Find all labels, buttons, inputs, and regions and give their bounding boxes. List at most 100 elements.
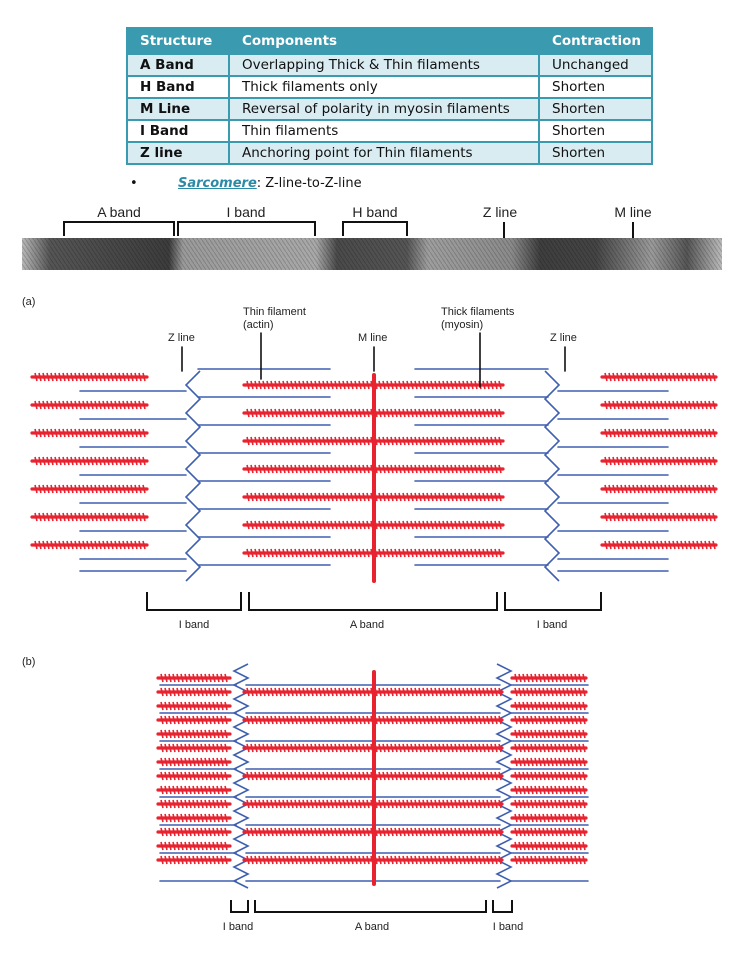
cell-contraction: Unchanged <box>538 54 653 77</box>
thick-filament <box>30 372 149 382</box>
cell-components: Reversal of polarity in myosin filaments <box>228 98 540 121</box>
sarcomere-diagram-relaxed: (a) Thin filament (actin) Thick filament… <box>22 296 718 631</box>
thick-filaments-sub-label: (myosin) <box>441 319 483 331</box>
thick-filaments-label: Thick filaments <box>441 306 515 318</box>
thick-filament <box>156 855 232 865</box>
cell-contraction: Shorten <box>538 142 653 165</box>
h-band-bracket <box>342 221 408 236</box>
cell-components: Anchoring point for Thin filaments <box>228 142 540 165</box>
thin-filament-sub-label: (actin) <box>243 319 274 331</box>
a-band-label: A band <box>350 619 384 631</box>
thick-filament <box>600 456 718 466</box>
table-row: A Band Overlapping Thick & Thin filament… <box>126 54 653 77</box>
thick-filament <box>510 743 588 753</box>
thick-filament <box>510 785 588 795</box>
micro-h-band-label: H band <box>352 204 397 220</box>
cell-contraction: Shorten <box>538 76 653 99</box>
thick-filament <box>156 687 232 697</box>
thin-filament-label: Thin filament <box>243 306 306 318</box>
thick-filament <box>30 512 149 522</box>
i-band-left-label: I band <box>223 921 254 933</box>
i-band-left-bracket <box>146 592 242 611</box>
table-row: Z line Anchoring point for Thin filament… <box>126 142 653 165</box>
thick-filament <box>510 799 588 809</box>
sarcomere-diagram-contracted: (b) I band A band I band <box>22 656 589 933</box>
thick-filament <box>600 512 718 522</box>
micro-z-line-label: Z line <box>483 204 517 220</box>
i-band-left-label: I band <box>179 619 210 631</box>
thick-filament <box>30 428 149 438</box>
table-row: M Line Reversal of polarity in myosin fi… <box>126 98 653 121</box>
cell-structure: Z line <box>126 142 230 165</box>
thick-filament <box>156 841 232 851</box>
thick-filament <box>510 757 588 767</box>
thick-filament <box>156 715 232 725</box>
z-line-right-label: Z line <box>550 332 577 344</box>
sarcomere-micrograph: A band I band H band Z line M line <box>22 204 722 270</box>
header-contraction: Contraction <box>538 27 653 55</box>
cell-contraction: Shorten <box>538 98 653 121</box>
thick-filament <box>600 400 718 410</box>
thick-filament <box>30 540 149 550</box>
thick-filament <box>600 540 718 550</box>
i-band-right-bracket <box>504 592 602 611</box>
cell-structure: I Band <box>126 120 230 143</box>
thick-filament <box>156 813 232 823</box>
thick-filament <box>600 428 718 438</box>
a-band-bracket <box>254 900 487 913</box>
thick-filament <box>510 855 588 865</box>
i-band-right-label: I band <box>493 921 524 933</box>
micro-i-band-label: I band <box>227 204 266 220</box>
thick-filament <box>510 771 588 781</box>
thick-filament <box>510 827 588 837</box>
table-row: I Band Thin filaments Shorten <box>126 120 653 143</box>
thick-filament <box>156 743 232 753</box>
thick-filament <box>156 785 232 795</box>
i-band-right-bracket <box>492 900 513 913</box>
thick-filament <box>510 813 588 823</box>
i-band-bracket <box>177 221 316 236</box>
thick-filament <box>600 484 718 494</box>
thick-filament <box>156 771 232 781</box>
thick-filament <box>510 841 588 851</box>
thick-filament <box>156 673 232 683</box>
z-line-left <box>184 370 202 582</box>
thick-filament <box>156 701 232 711</box>
panel-a-label: (a) <box>22 296 35 308</box>
i-band-right-label: I band <box>537 619 568 631</box>
z-line-right <box>543 370 561 582</box>
cell-components: Overlapping Thick & Thin filaments <box>228 54 540 77</box>
table-header-row: Structure Components Contraction <box>126 27 653 55</box>
table-row: H Band Thick filaments only Shorten <box>126 76 653 99</box>
header-structure: Structure <box>126 27 230 55</box>
a-band-bracket <box>248 592 498 611</box>
thick-filament <box>510 673 588 683</box>
bullet-dot: • <box>130 176 138 191</box>
thick-filament <box>30 400 149 410</box>
thick-filament <box>600 372 718 382</box>
thick-filament <box>30 456 149 466</box>
cell-contraction: Shorten <box>538 120 653 143</box>
thick-filament <box>510 701 588 711</box>
cell-structure: M Line <box>126 98 230 121</box>
panel-b-label: (b) <box>22 656 35 668</box>
z-line-left-label: Z line <box>168 332 195 344</box>
sarcomere-definition: : Z-line-to-Z-line <box>256 176 362 191</box>
thick-filament <box>30 484 149 494</box>
cell-structure: H Band <box>126 76 230 99</box>
cell-components: Thin filaments <box>228 120 540 143</box>
thick-filament <box>156 799 232 809</box>
cell-structure: A Band <box>126 54 230 77</box>
a-band-label: A band <box>355 921 389 933</box>
sarcomere-link[interactable]: Sarcomere <box>178 176 257 191</box>
thick-filament <box>156 827 232 837</box>
thick-filament <box>156 729 232 739</box>
m-line-label: M line <box>358 332 387 344</box>
thick-filament <box>510 729 588 739</box>
thick-filament <box>510 687 588 697</box>
micro-a-band-label: A band <box>97 204 141 220</box>
structure-table: Structure Components Contraction A Band … <box>126 27 653 165</box>
i-band-left-bracket <box>230 900 249 913</box>
thick-filament <box>156 757 232 767</box>
header-components: Components <box>228 27 540 55</box>
